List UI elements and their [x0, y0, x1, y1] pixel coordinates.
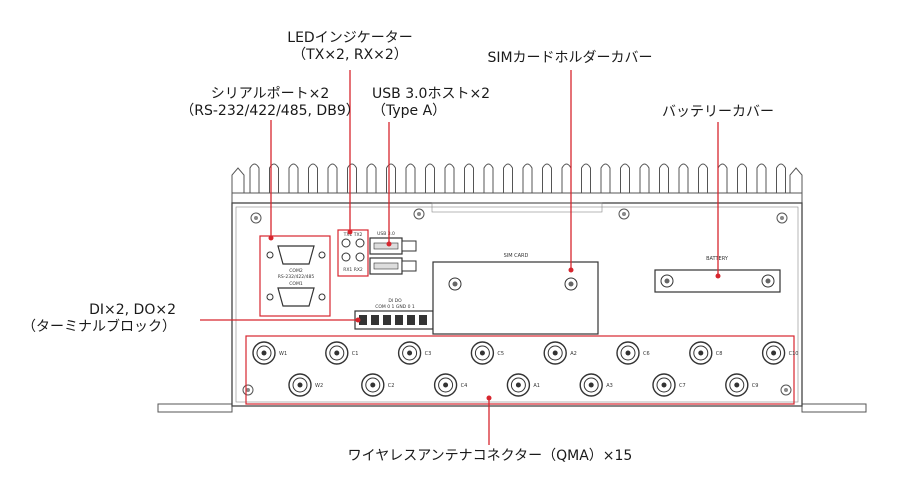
- antenna-area: [245, 335, 795, 405]
- top-recess: [431, 202, 603, 213]
- com1-label: COM1: [289, 281, 303, 287]
- antenna-connector: A1: [506, 373, 540, 397]
- antenna-connector-label: C8: [716, 351, 723, 357]
- antenna-connector-label: W1: [279, 351, 287, 357]
- antenna-connector-label: C9: [752, 383, 759, 389]
- heatsink-fins: [231, 163, 803, 193]
- heatsink-fin: [503, 163, 513, 193]
- antenna-connector-label: C2: [388, 383, 395, 389]
- heatsink-fin: [600, 163, 611, 193]
- heatsink-fin: [308, 163, 318, 193]
- dio-terminal-block: DI DO COM 0 1 GND 0 1: [354, 298, 434, 330]
- antenna-connector-label: C3: [425, 351, 432, 357]
- heatsink-fin: [269, 163, 279, 193]
- dio-label: DI×2, DO×2 （ターミナルブロック）: [22, 302, 176, 335]
- chassis-inner: [235, 206, 799, 403]
- heatsink-fin: [425, 163, 435, 193]
- callout-lines: [200, 70, 721, 445]
- sim-cover-label: SIMカードホルダーカバー: [487, 50, 653, 66]
- heatsink-fin: [639, 163, 650, 193]
- heatsink-fin: [347, 163, 357, 193]
- antenna-connector-label: W2: [315, 383, 323, 389]
- heatsink-fin: [327, 163, 338, 193]
- antenna-connector-label: A3: [606, 383, 613, 389]
- antenna-connector-label: C4: [461, 383, 468, 389]
- heatsink-fin: [737, 163, 747, 193]
- heatsink-fin: [659, 163, 669, 193]
- antenna-connector-label: A1: [533, 383, 540, 389]
- battery-cover-label: バッテリーカバー: [662, 104, 774, 120]
- led-rx-label: RX1 RX2: [343, 267, 363, 273]
- antenna-connector: C5: [470, 341, 504, 365]
- antenna-connector-label: C10: [789, 351, 799, 357]
- heatsink-fin: [698, 163, 708, 193]
- antenna-connector: W1: [252, 341, 287, 365]
- fin-edge-right: [789, 167, 803, 193]
- antenna-connector: A3: [579, 373, 613, 397]
- panel-screws: [242, 208, 792, 396]
- antenna-connector: C2: [361, 373, 395, 397]
- led-tx-label: TX1 TX2: [343, 232, 363, 238]
- led-indicators: TX1 TX2 RX1 RX2: [337, 229, 369, 277]
- usb-panel-label: USB 3.0: [377, 231, 395, 237]
- heatsink-fin: [776, 163, 786, 193]
- usb-host-label: USB 3.0ホスト×2 （Type A）: [372, 86, 491, 119]
- serial-port-label: シリアルポート×2 （RS-232/422/485, DB9）: [180, 86, 360, 119]
- antenna-connector: C10: [761, 341, 799, 365]
- fin-edge-left: [231, 167, 245, 193]
- antenna-connector-label: C7: [679, 383, 686, 389]
- antenna-connector: A2: [543, 341, 577, 365]
- heatsink-fin: [288, 163, 299, 193]
- heatsink-fin: [717, 163, 728, 193]
- dio-top-label: DI DO: [388, 298, 402, 304]
- antenna-connector: C3: [397, 341, 432, 365]
- fin-base: [231, 192, 803, 204]
- heatsink-fin: [366, 163, 377, 193]
- com2-spec-label: RS-232/422/485: [278, 274, 315, 280]
- heatsink-fin: [581, 163, 591, 193]
- antenna-connector: C8: [689, 341, 723, 365]
- antenna-connector: C1: [325, 341, 359, 365]
- antenna-connector-label: C5: [497, 351, 504, 357]
- antenna-connector: C6: [616, 341, 650, 365]
- antenna-connector: C9: [725, 373, 759, 397]
- heatsink-fin: [464, 163, 474, 193]
- heatsink-fin: [444, 163, 455, 193]
- heatsink-fin: [522, 163, 533, 193]
- heatsink-fin: [678, 163, 689, 193]
- heatsink-fin: [620, 163, 630, 193]
- antenna-connector: C7: [652, 373, 686, 397]
- antenna-connector-label: ワイヤレスアンテナコネクター（QMA）×15: [347, 448, 633, 464]
- heatsink-fin: [561, 163, 572, 193]
- antenna-connector: C4: [433, 373, 468, 397]
- heatsink-fin: [483, 163, 494, 193]
- heatsink-fin: [542, 163, 552, 193]
- usb-ports: USB 3.0: [369, 231, 417, 275]
- antenna-connector: W2: [288, 373, 323, 397]
- antenna-connector-label: A2: [570, 351, 577, 357]
- com2-label: COM2: [289, 268, 303, 274]
- heatsink-fin: [405, 163, 416, 193]
- heatsink-fin: [756, 163, 767, 193]
- antenna-connector-label: C1: [352, 351, 359, 357]
- led-indicator-label: LEDインジケーター （TX×2, RX×2）: [287, 30, 413, 63]
- sim-card-cover: SIM CARD: [432, 253, 599, 335]
- sim-card-panel-label: SIM CARD: [504, 253, 529, 259]
- dio-bottom-label: COM 0 1 GND 0 1: [375, 304, 415, 310]
- serial-ports: COM2 RS-232/422/485 COM1: [259, 235, 331, 317]
- antenna-connector-label: C6: [643, 351, 650, 357]
- heatsink-fin: [386, 163, 396, 193]
- mounting-bracket: [157, 403, 867, 413]
- heatsink-fin: [249, 163, 260, 193]
